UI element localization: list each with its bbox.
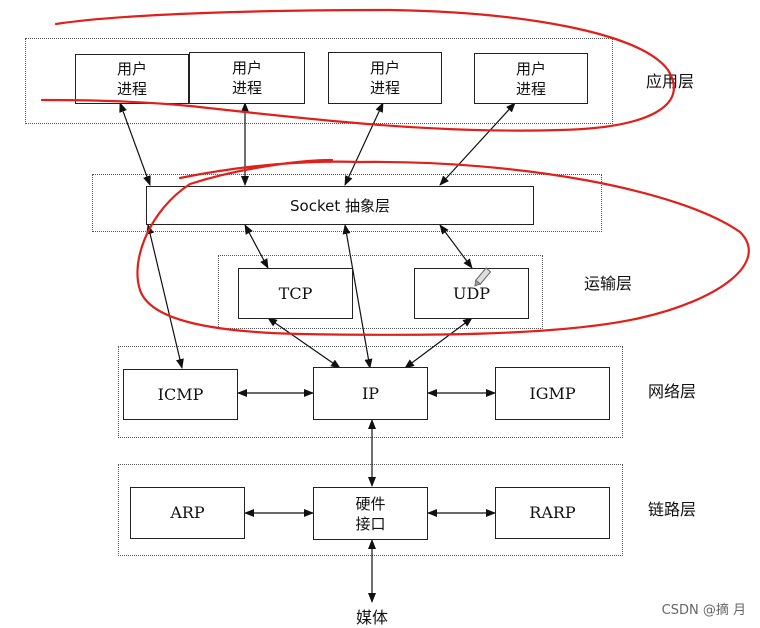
arrow-process4-socket [439, 102, 516, 186]
application-layer-region [25, 38, 613, 124]
transport-layer-label: 运输层 [584, 274, 633, 293]
user-process-box-3: 用户 进程 [328, 52, 442, 104]
udp-box: UDP [414, 268, 529, 319]
arrow-tcp-ip [267, 317, 341, 369]
tcp-box: TCP [238, 268, 353, 319]
transport-layer-region [218, 255, 543, 329]
red-circle-transport [136, 158, 750, 336]
user-process-box-2: 用户 进程 [189, 52, 305, 104]
icmp-box: ICMP [123, 369, 238, 420]
arrow-socket-icmp [146, 224, 184, 369]
arrow-process3-socket [344, 102, 384, 186]
network-layer-label: 网络层 [648, 382, 697, 401]
hardware-interface-box: 硬件 接口 [313, 487, 428, 540]
user-process-box-1: 用户 进程 [75, 54, 189, 104]
arrow-socket-ip [342, 224, 373, 369]
csdn-watermark: CSDN @摘 月 [661, 603, 746, 618]
pen-icon [474, 267, 492, 287]
red-circle-application [40, 8, 675, 132]
medium-label: 媒体 [356, 608, 389, 627]
arrow-udp-ip [404, 317, 473, 369]
ip-box: IP [313, 367, 428, 420]
socket-abstraction-layer-box: Socket 抽象层 [146, 186, 534, 225]
arrow-process1-socket [119, 102, 151, 186]
rarp-box: RARP [495, 487, 610, 539]
arrow-socket-udp [439, 224, 473, 269]
arrow-socket-tcp [244, 224, 269, 269]
arp-box: ARP [130, 487, 245, 539]
user-process-box-4: 用户 进程 [474, 53, 588, 104]
application-layer-label: 应用层 [646, 72, 695, 91]
link-layer-label: 链路层 [648, 500, 697, 519]
igmp-box: IGMP [495, 367, 610, 420]
